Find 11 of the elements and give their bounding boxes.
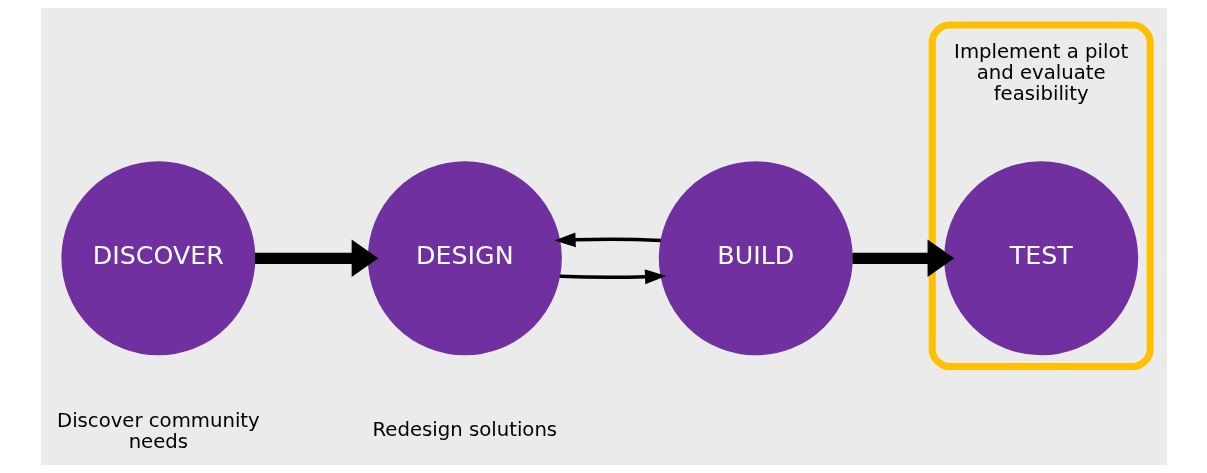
arrow — [554, 232, 661, 248]
arrow — [254, 239, 378, 277]
label: Redesign solutions — [372, 418, 557, 442]
node-circle: DISCOVER — [60, 161, 255, 356]
node-circle: DESIGN — [367, 161, 562, 356]
arrow — [852, 239, 954, 277]
node-circle: TEST — [943, 161, 1138, 356]
arrow — [559, 269, 666, 285]
node-circle: BUILD — [658, 161, 853, 356]
node-label: Implement a pilot and evaluate feasibility — [953, 40, 1128, 106]
node-label: Discover community needs — [56, 409, 260, 454]
